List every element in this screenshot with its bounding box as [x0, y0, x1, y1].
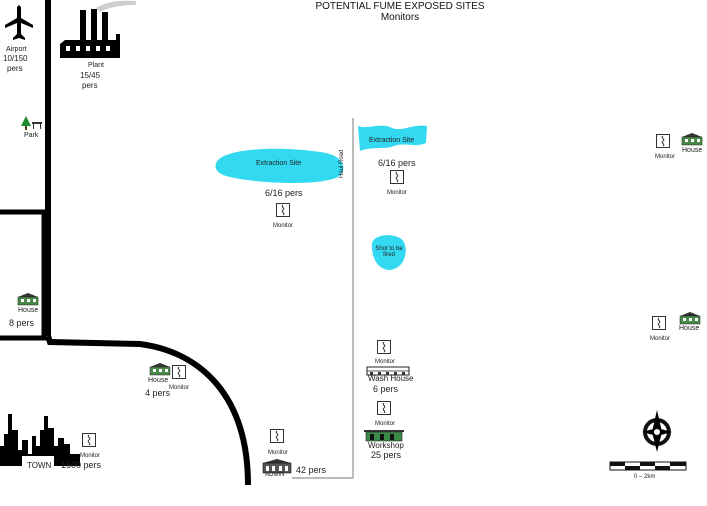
monitor-ne: [656, 134, 670, 153]
wash-house-count: 6 pers: [373, 384, 399, 394]
town-label: TOWN: [27, 461, 52, 470]
house-icon: [681, 133, 703, 146]
wash-house-icon: [366, 366, 410, 376]
workshop-count: 25 pers: [371, 450, 402, 460]
house-icon: [679, 312, 701, 325]
extraction-site-west-area: [215, 148, 344, 184]
west-loop-road: [0, 209, 47, 341]
extraction-east-count: 6/16 pers: [378, 158, 416, 168]
city-skyline-icon: [0, 414, 80, 466]
park-label: Park: [24, 132, 39, 139]
monitor-house-mid-label: Monitor: [169, 385, 190, 391]
extraction-east-label: Extraction Site: [369, 137, 415, 144]
shot-label: Shot to be fired: [375, 246, 403, 259]
airport-count: 10/150: [3, 54, 28, 63]
road-network: [0, 0, 251, 486]
extraction-site-east-area: [358, 125, 427, 151]
house-icon: [17, 293, 39, 306]
admin-count: 42 pers: [296, 465, 327, 475]
factory-icon: [60, 0, 136, 58]
monitor-east-extraction: [390, 170, 404, 189]
plant-unit: pers: [82, 81, 98, 90]
scale-bar: [609, 461, 687, 471]
wash-house-label: Wash House: [368, 374, 414, 383]
house-mid-count: 4 pers: [145, 388, 171, 398]
house-west-marker: [16, 292, 40, 311]
monitor-wash-house-label: Monitor: [375, 359, 396, 365]
monitor-icon: [377, 401, 391, 415]
monitor-icon: [276, 203, 290, 217]
monitor-house-mid: [172, 365, 186, 384]
monitor-icon: [390, 170, 404, 184]
monitor-town: [82, 433, 96, 452]
plant-count: 15/45: [80, 71, 101, 80]
extraction-west-count: 6/16 pers: [265, 188, 303, 198]
monitor-admin: [270, 429, 284, 448]
workshop-icon: [364, 430, 404, 442]
monitor-icon: [377, 340, 391, 354]
workshop-label: Workshop: [368, 441, 404, 450]
airport-unit: pers: [7, 64, 23, 73]
map-title-sub: Monitors: [380, 12, 420, 23]
airplane-icon: [5, 5, 33, 40]
monitor-icon: [270, 429, 284, 443]
monitor-wash-house: [377, 340, 391, 359]
map-title: POTENTIAL FUME EXPOSED SITES Monitors: [300, 1, 500, 23]
monitor-icon: [652, 316, 666, 330]
extraction-west-label: Extraction Site: [256, 160, 302, 167]
haul-road: [292, 118, 354, 479]
monitor-ne-label: Monitor: [655, 154, 676, 160]
house-west-count: 8 pers: [9, 318, 35, 328]
monitor-town-label: Monitor: [80, 453, 101, 459]
house-ne-marker: [680, 132, 704, 151]
house-mid-label: House: [148, 377, 169, 384]
monitor-e: [652, 316, 666, 335]
monitor-west-extraction-label: Monitor: [273, 223, 294, 229]
shot-area: [371, 235, 406, 270]
admin-label: ADMIN: [265, 472, 285, 478]
park-icon: [21, 116, 42, 130]
house-icon: [149, 363, 171, 376]
monitor-icon: [656, 134, 670, 148]
house-ne-label: House: [682, 147, 703, 154]
monitor-east-extraction-label: Monitor: [387, 190, 408, 196]
house-e-marker: [678, 311, 702, 330]
house-west-label: House: [18, 307, 39, 314]
curved-road-south: [45, 335, 251, 486]
haul-road-label: Haul Road: [339, 149, 345, 178]
airport-label: Airport: [6, 46, 27, 53]
house-e-label: House: [679, 325, 700, 332]
plant-label: Plant: [88, 62, 104, 69]
monitor-icon: [172, 365, 186, 379]
monitor-west-extraction: [276, 203, 290, 222]
compass-icon: [642, 410, 672, 452]
admin-building-icon: [262, 459, 292, 474]
monitor-e-label: Monitor: [650, 336, 671, 342]
town-count: 1500 pers: [61, 460, 102, 470]
house-mid-marker: [148, 362, 172, 381]
map-title-main: POTENTIAL FUME EXPOSED SITES: [315, 1, 485, 12]
monitor-admin-label: Monitor: [268, 450, 289, 456]
scale-label: 0 – 2km: [634, 474, 656, 480]
monitor-workshop: [377, 401, 391, 420]
monitor-workshop-label: Monitor: [375, 421, 396, 427]
monitor-icon: [82, 433, 96, 447]
